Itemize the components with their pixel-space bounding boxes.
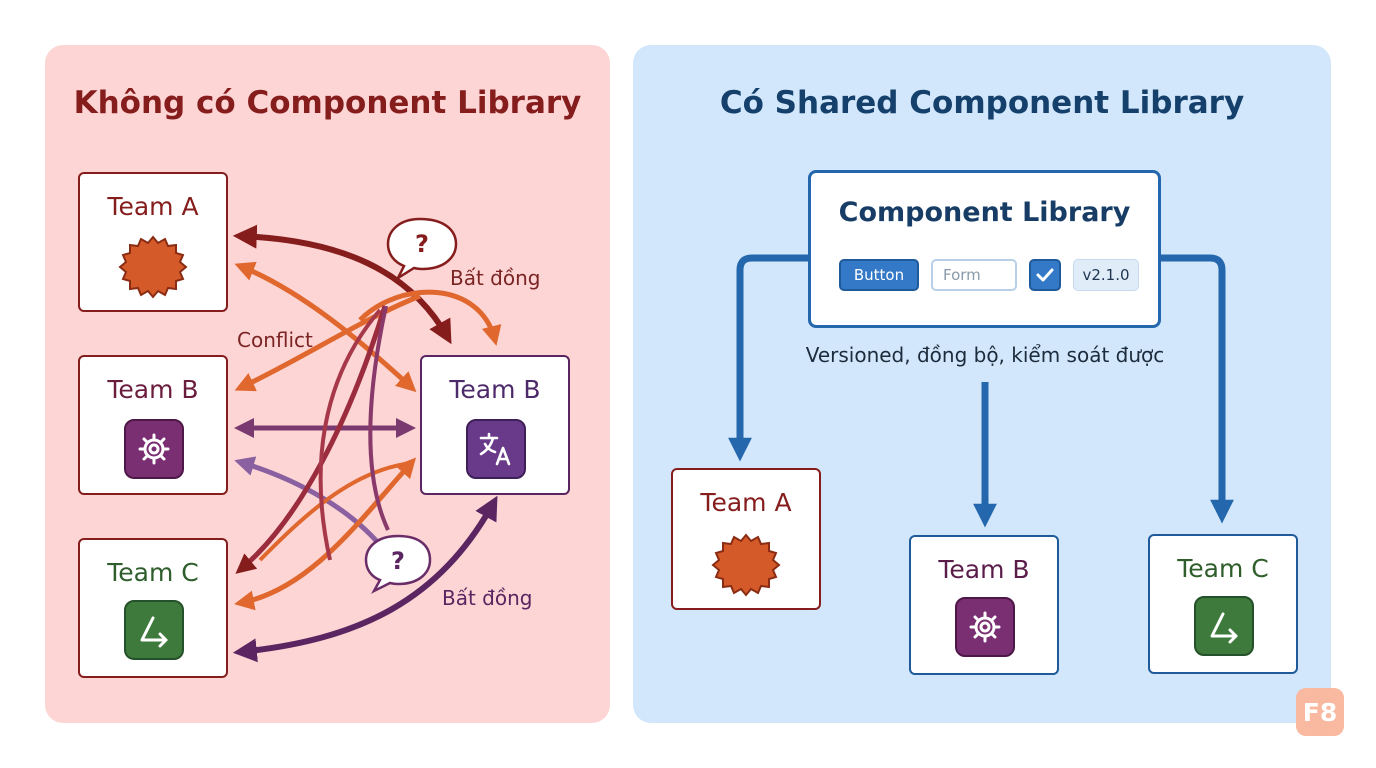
right-team-b-icon-tile [955, 597, 1015, 657]
library-caption: Versioned, đồng bộ, kiểm soát được [805, 343, 1165, 367]
left-team-c-icon-tile [124, 600, 184, 660]
left-team-a-box: Team A [78, 172, 228, 312]
right-team-c-label: Team C [1177, 554, 1269, 583]
left-team-b-icon-tile [124, 419, 184, 479]
gear-icon [138, 433, 170, 465]
library-button-sample[interactable]: Button [839, 259, 919, 291]
right-team-b-label: Team B [938, 555, 1030, 584]
center-team-b-icon-tile [466, 419, 526, 479]
annotation-disagreement-top: Bất đồng [450, 266, 541, 290]
component-library-title: Component Library [838, 197, 1131, 228]
share-arrow-icon [140, 616, 168, 648]
translate-icon [479, 432, 511, 466]
right-team-b-box: Team B [909, 535, 1059, 675]
right-team-c-icon-tile [1194, 596, 1254, 656]
left-team-c-label: Team C [107, 558, 199, 587]
component-library-box: Component Library Button Form v2.1.0 [808, 170, 1161, 328]
library-form-sample[interactable]: Form [931, 259, 1017, 291]
left-team-b-label: Team B [107, 375, 199, 404]
share-arrow-icon [1210, 612, 1238, 644]
gear-icon [969, 611, 1001, 643]
right-team-c-box: Team C [1148, 534, 1298, 674]
right-team-a-box: Team A [671, 468, 821, 610]
annotation-disagreement-bottom: Bất đồng [442, 586, 533, 610]
library-checkbox-sample[interactable] [1029, 259, 1061, 291]
checkmark-icon [1036, 268, 1054, 282]
badge-icon [118, 235, 188, 299]
library-version-badge: v2.1.0 [1073, 259, 1139, 291]
f8-logo: F8 [1296, 688, 1344, 736]
left-panel-title: Không có Component Library [73, 85, 582, 121]
right-team-a-label: Team A [700, 488, 792, 517]
center-team-b-box: Team B [420, 355, 570, 495]
badge-icon [711, 533, 781, 597]
left-team-c-box: Team C [78, 538, 228, 678]
left-team-b-box: Team B [78, 355, 228, 495]
annotation-conflict: Conflict [237, 328, 313, 352]
right-panel-title: Có Shared Component Library [719, 85, 1245, 121]
left-team-a-label: Team A [107, 192, 199, 221]
center-team-b-label: Team B [449, 375, 541, 404]
